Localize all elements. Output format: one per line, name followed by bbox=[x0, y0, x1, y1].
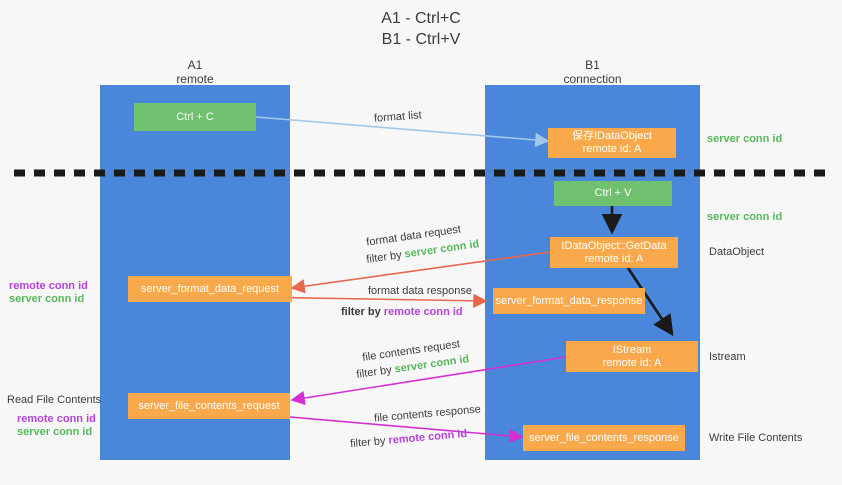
annotation-format-data-response-filter-pre: filter by bbox=[341, 306, 384, 318]
box-server-format-data-response[interactable]: server_format_data_response bbox=[493, 288, 645, 314]
annotation-format-data-response-filter-key: remote conn id bbox=[383, 306, 463, 318]
label-server-conn-id-right-2: server conn id bbox=[707, 211, 783, 223]
box-ctrl-v-label: Ctrl + V bbox=[594, 187, 632, 199]
label-istream: Istream bbox=[709, 351, 746, 363]
annotation-file-contents-response: file contents response bbox=[373, 403, 482, 425]
annotation-file-contents-response-filter-key: remote conn id bbox=[388, 427, 468, 447]
lane-a1-name: A1 bbox=[187, 58, 203, 72]
label-server-conn-id-right-1: server conn id bbox=[707, 133, 783, 145]
lane-b1-sub: connection bbox=[563, 72, 622, 86]
box-ctrl-v[interactable]: Ctrl + V bbox=[554, 181, 672, 206]
box-idataobject-getdata-line1: IDataObject::GetData bbox=[561, 239, 667, 252]
box-server-file-contents-response[interactable]: server_file_contents_response bbox=[523, 425, 685, 451]
box-server-format-data-response-label: server_format_data_response bbox=[495, 294, 643, 307]
annotation-format-list: format list bbox=[373, 109, 423, 125]
lane-header-b1: B1 connection bbox=[485, 58, 700, 86]
box-istream-line1: IStream bbox=[612, 343, 652, 356]
box-save-idataobject[interactable]: 保存IDataObject remote id: A bbox=[548, 128, 676, 158]
box-server-file-contents-request[interactable]: server_file_contents_request bbox=[128, 393, 290, 419]
label-remote-conn-id-left-2: remote conn id bbox=[17, 413, 96, 425]
box-idataobject-getdata[interactable]: IDataObject::GetData remote id: A bbox=[550, 237, 678, 268]
box-save-idataobject-line2: remote id: A bbox=[582, 143, 642, 155]
box-server-file-contents-response-label: server_file_contents_response bbox=[529, 431, 679, 444]
title-line-2: B1 - Ctrl+V bbox=[381, 31, 461, 48]
label-read-file-contents: Read File Contents bbox=[7, 394, 102, 406]
lane-header-a1: A1 remote bbox=[100, 58, 290, 86]
box-ctrl-c[interactable]: Ctrl + C bbox=[134, 103, 256, 131]
box-server-file-contents-request-label: server_file_contents_request bbox=[138, 399, 280, 412]
box-istream-line2: remote id: A bbox=[602, 356, 662, 369]
annotation-file-contents-request-filter-pre: filter by bbox=[355, 363, 396, 381]
lane-a1-sub: remote bbox=[176, 72, 214, 86]
annotation-file-contents-response-filter: filter by remote conn id bbox=[350, 427, 468, 452]
diagram-title: A1 - Ctrl+C B1 - Ctrl+V bbox=[0, 8, 842, 50]
box-server-format-data-request-label: server_format_data_request bbox=[140, 282, 280, 295]
label-server-conn-id-left-2: server conn id bbox=[17, 426, 93, 438]
annotation-format-data-request-filter-pre: filter by bbox=[365, 248, 406, 266]
box-idataobject-getdata-line2: remote id: A bbox=[584, 252, 644, 265]
label-remote-conn-id-left-1: remote conn id bbox=[9, 280, 88, 292]
box-save-idataobject-line1: 保存IDataObject bbox=[571, 130, 653, 142]
lane-b1-name: B1 bbox=[585, 58, 600, 72]
label-write-file-contents: Write File Contents bbox=[709, 432, 803, 444]
annotation-file-contents-response-filter-pre: filter by bbox=[349, 434, 390, 451]
annotation-format-data-response-filter: filter by remote conn id bbox=[341, 305, 463, 320]
annotation-format-data-response: format data response bbox=[368, 285, 472, 297]
title-line-1: A1 - Ctrl+C bbox=[381, 10, 461, 27]
box-server-format-data-request[interactable]: server_format_data_request bbox=[128, 276, 292, 302]
box-ctrl-c-label: Ctrl + C bbox=[176, 110, 214, 123]
box-istream[interactable]: IStream remote id: A bbox=[566, 341, 698, 372]
label-server-conn-id-left-1: server conn id bbox=[9, 293, 85, 305]
label-dataobject: DataObject bbox=[709, 246, 765, 258]
